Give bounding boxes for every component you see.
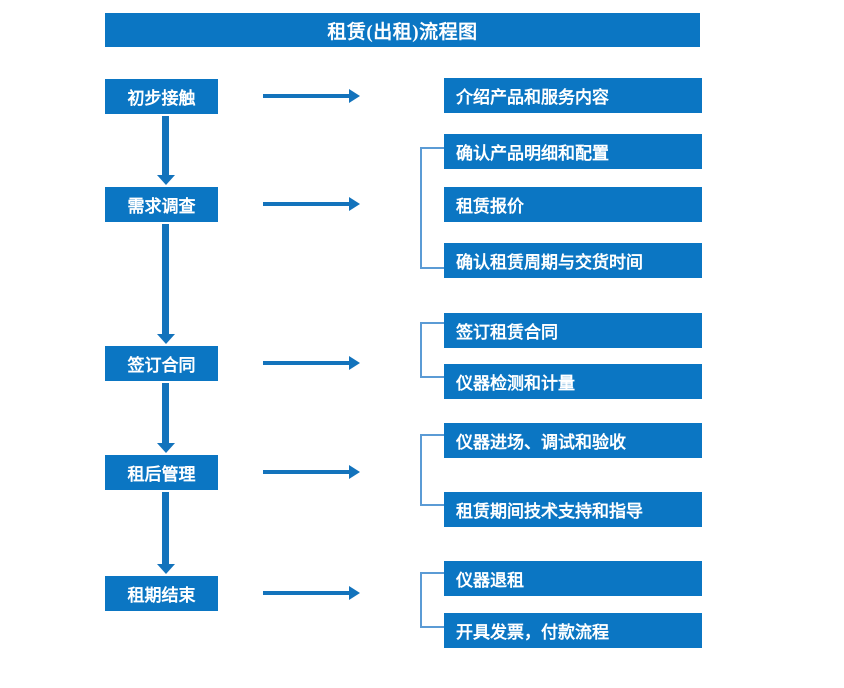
detail-box[interactable]: 仪器进场、调试和验收	[444, 423, 702, 458]
stage-box[interactable]: 租期结束	[105, 576, 218, 611]
arrow-head	[157, 334, 175, 344]
group-bracket	[420, 322, 444, 378]
arrow-shaft	[263, 94, 349, 98]
arrow-head	[349, 465, 360, 479]
flow-arrow-down	[157, 492, 175, 574]
detail-box[interactable]: 介绍产品和服务内容	[444, 78, 702, 113]
arrow-shaft	[263, 591, 349, 595]
arrow-shaft	[162, 383, 169, 443]
detail-box[interactable]: 仪器退租	[444, 561, 702, 596]
arrow-head	[157, 175, 175, 185]
flow-arrow-down	[157, 383, 175, 453]
arrow-head	[349, 197, 360, 211]
arrow-head	[349, 356, 360, 370]
group-bracket	[420, 434, 444, 506]
arrow-head	[157, 443, 175, 453]
stage-box[interactable]: 租后管理	[105, 455, 218, 490]
detail-box[interactable]: 租赁报价	[444, 187, 702, 222]
arrow-shaft	[162, 492, 169, 564]
flow-arrow-down	[157, 116, 175, 185]
arrow-head	[349, 586, 360, 600]
arrow-shaft	[162, 116, 169, 175]
flow-arrow-right	[263, 356, 360, 370]
arrow-head	[349, 89, 360, 103]
flow-arrow-right	[263, 197, 360, 211]
arrow-shaft	[263, 361, 349, 365]
arrow-head	[157, 564, 175, 574]
flow-arrow-down	[157, 224, 175, 344]
stage-box[interactable]: 初步接触	[105, 79, 218, 114]
detail-box[interactable]: 租赁期间技术支持和指导	[444, 492, 702, 527]
flow-arrow-right	[263, 586, 360, 600]
detail-box[interactable]: 签订租赁合同	[444, 313, 702, 348]
group-bracket	[420, 147, 444, 269]
arrow-shaft	[263, 202, 349, 206]
stage-box[interactable]: 签订合同	[105, 346, 218, 381]
page-title: 租赁(出租)流程图	[105, 13, 700, 47]
detail-box[interactable]: 开具发票，付款流程	[444, 613, 702, 648]
detail-box[interactable]: 仪器检测和计量	[444, 364, 702, 399]
stage-box[interactable]: 需求调查	[105, 187, 218, 222]
flow-arrow-right	[263, 89, 360, 103]
detail-box[interactable]: 确认租赁周期与交货时间	[444, 243, 702, 278]
arrow-shaft	[263, 470, 349, 474]
flow-arrow-right	[263, 465, 360, 479]
group-bracket	[420, 572, 444, 628]
detail-box[interactable]: 确认产品明细和配置	[444, 134, 702, 169]
arrow-shaft	[162, 224, 169, 334]
